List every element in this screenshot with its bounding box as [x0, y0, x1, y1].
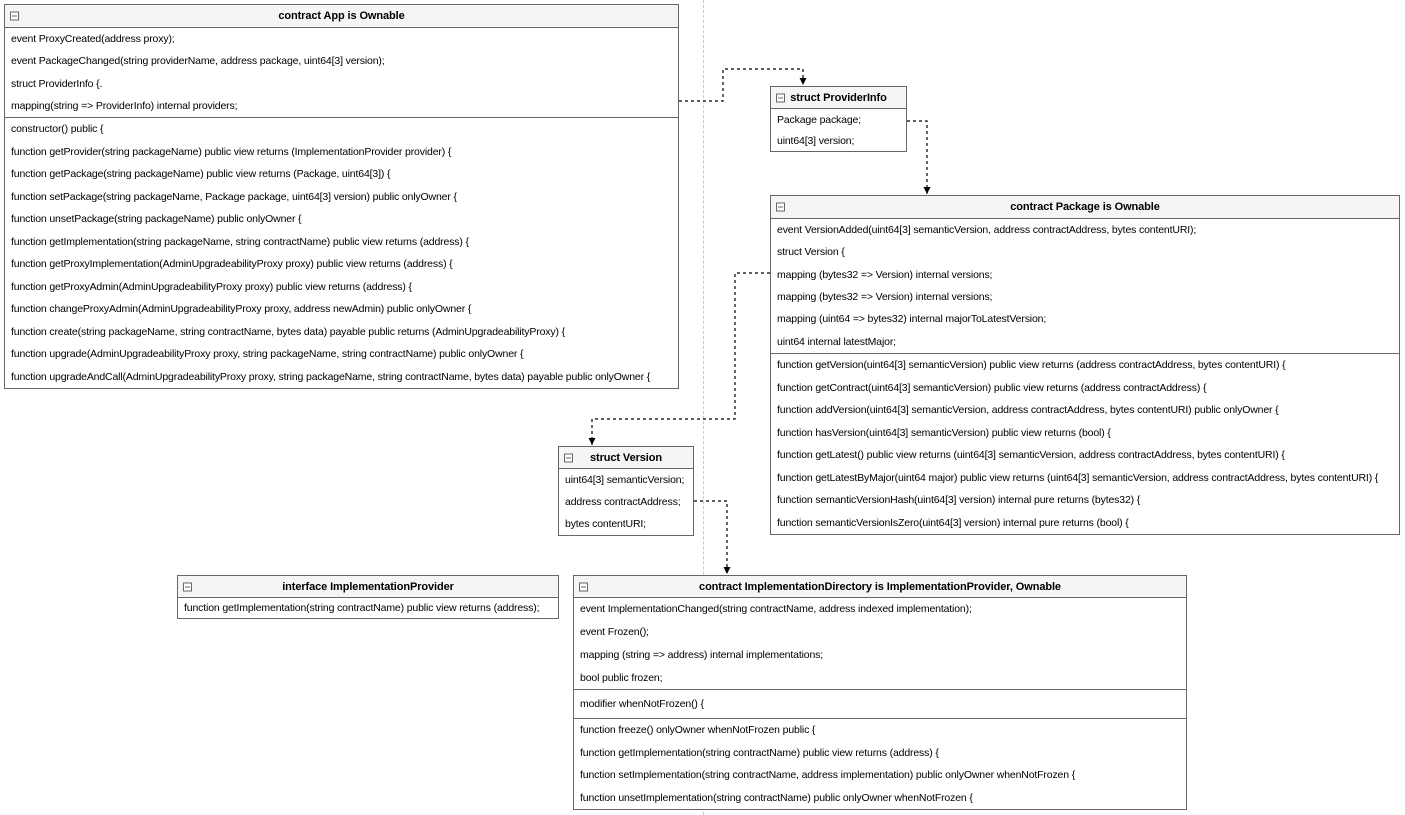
- collapse-icon[interactable]: [10, 11, 19, 21]
- class-title-app: contract App is Ownable: [278, 10, 405, 22]
- member-row: address contractAddress;: [565, 496, 681, 508]
- connector-provider-info-to-package[interactable]: [907, 120, 931, 194]
- class-title-provider-info: struct ProviderInfo: [790, 91, 887, 104]
- member-row: modifier whenNotFrozen() {: [580, 698, 704, 710]
- connector-version-to-implementation-directory[interactable]: [694, 500, 731, 574]
- member-row: function setImplementation(string contra…: [580, 769, 1076, 782]
- class-header-app[interactable]: contract App is Ownable: [5, 5, 678, 28]
- fields-section-package: event VersionAdded(uint64[3] semanticVer…: [771, 219, 1399, 353]
- member-row: function unsetImplementation(string cont…: [580, 791, 973, 804]
- member-row: function getProxyAdmin(AdminUpgradeabili…: [11, 280, 412, 293]
- member-row: mapping (bytes32 => Version) internal ve…: [777, 291, 993, 304]
- member-row: event PackageChanged(string providerName…: [11, 55, 385, 68]
- member-row: function semanticVersionHash(uint64[3] v…: [777, 494, 1141, 507]
- member-row: mapping (uint64 => bytes32) internal maj…: [777, 313, 1047, 326]
- member-row: function upgrade(AdminUpgradeabilityProx…: [11, 348, 524, 361]
- class-box-app[interactable]: contract App is Ownable event ProxyCreat…: [4, 4, 679, 389]
- member-row: function hasVersion(uint64[3] semanticVe…: [777, 426, 1111, 439]
- class-title-version: struct Version: [590, 451, 662, 464]
- class-title-package: contract Package is Ownable: [1010, 201, 1160, 213]
- member-row: event VersionAdded(uint64[3] semanticVer…: [777, 224, 1197, 237]
- member-row: struct Version {: [777, 246, 845, 259]
- collapse-icon[interactable]: [183, 582, 192, 591]
- member-row: function getProvider(string packageName)…: [11, 145, 452, 158]
- member-row: event Frozen();: [580, 626, 649, 639]
- page-boundary-line: [703, 0, 704, 815]
- member-row: bytes contentURI;: [565, 518, 646, 530]
- member-row: uint64 internal latestMajor;: [777, 335, 896, 348]
- fields-section-implementation-directory: event ImplementationChanged(string contr…: [574, 598, 1186, 689]
- collapse-icon[interactable]: [564, 453, 573, 462]
- member-row: function getProxyImplementation(AdminUpg…: [11, 258, 453, 271]
- class-header-implementation-directory[interactable]: contract ImplementationDirectory is Impl…: [574, 576, 1186, 598]
- member-row: function getContract(uint64[3] semanticV…: [777, 381, 1207, 394]
- member-row: function getImplementation(string packag…: [11, 235, 469, 248]
- class-title-implementation-provider: interface ImplementationProvider: [282, 580, 454, 593]
- member-row: function getLatest() public view returns…: [777, 449, 1285, 462]
- member-row: function create(string packageName, stri…: [11, 325, 565, 338]
- class-box-provider-info[interactable]: struct ProviderInfo Package package; uint…: [770, 86, 907, 152]
- member-row: bool public frozen;: [580, 671, 663, 684]
- collapse-icon[interactable]: [776, 93, 785, 102]
- class-header-implementation-provider[interactable]: interface ImplementationProvider: [178, 576, 558, 598]
- methods-section-implementation-provider: function getImplementation(string contra…: [178, 598, 558, 618]
- class-title-implementation-directory: contract ImplementationDirectory is Impl…: [699, 580, 1061, 593]
- connector-package-to-version[interactable]: [588, 272, 770, 445]
- class-box-package[interactable]: contract Package is Ownable event Versio…: [770, 195, 1400, 535]
- member-row: function getLatestByMajor(uint64 major) …: [777, 471, 1379, 484]
- methods-section-package: function getVersion(uint64[3] semanticVe…: [771, 353, 1399, 534]
- class-box-implementation-provider[interactable]: interface ImplementationProvider functio…: [177, 575, 559, 619]
- methods-section-app: constructor() public { function getProvid…: [5, 117, 678, 388]
- member-row: event ImplementationChanged(string contr…: [580, 603, 972, 616]
- class-box-implementation-directory[interactable]: contract ImplementationDirectory is Impl…: [573, 575, 1187, 810]
- member-row: mapping (string => address) internal imp…: [580, 648, 824, 661]
- collapse-icon[interactable]: [776, 202, 785, 212]
- member-row: function freeze() onlyOwner whenNotFroze…: [580, 724, 816, 737]
- member-row: function setPackage(string packageName, …: [11, 190, 457, 203]
- fields-section-provider-info: Package package; uint64[3] version;: [771, 109, 906, 151]
- methods-section-implementation-directory: function freeze() onlyOwner whenNotFroze…: [574, 718, 1186, 809]
- member-row: struct ProviderInfo {.: [11, 77, 103, 90]
- member-row: mapping (bytes32 => Version) internal ve…: [777, 268, 993, 281]
- member-row: function getImplementation(string contra…: [184, 602, 540, 614]
- member-row: event ProxyCreated(address proxy);: [11, 33, 175, 46]
- member-row: function semanticVersionIsZero(uint64[3]…: [777, 516, 1129, 529]
- member-row: Package package;: [777, 113, 861, 126]
- member-row: function getPackage(string packageName) …: [11, 168, 391, 181]
- collapse-icon[interactable]: [579, 582, 588, 591]
- class-header-package[interactable]: contract Package is Ownable: [771, 196, 1399, 219]
- fields-section-app: event ProxyCreated(address proxy); event …: [5, 28, 678, 117]
- class-header-version[interactable]: struct Version: [559, 447, 693, 469]
- fields-section-version: uint64[3] semanticVersion; address contra…: [559, 469, 693, 535]
- member-row: function upgradeAndCall(AdminUpgradeabil…: [11, 370, 651, 383]
- modifier-section-implementation-directory: modifier whenNotFrozen() {: [574, 689, 1186, 718]
- class-box-version[interactable]: struct Version uint64[3] semanticVersion…: [558, 446, 694, 536]
- member-row: function changeProxyAdmin(AdminUpgradeab…: [11, 303, 472, 316]
- member-row: function getImplementation(string contra…: [580, 746, 939, 759]
- member-row: uint64[3] version;: [777, 134, 855, 147]
- member-row: constructor() public {: [11, 123, 104, 136]
- member-row: function addVersion(uint64[3] semanticVe…: [777, 404, 1279, 417]
- member-row: mapping(string => ProviderInfo) internal…: [11, 99, 238, 112]
- member-row: uint64[3] semanticVersion;: [565, 474, 685, 486]
- member-row: function unsetPackage(string packageName…: [11, 213, 302, 226]
- member-row: function getVersion(uint64[3] semanticVe…: [777, 359, 1286, 372]
- class-header-provider-info[interactable]: struct ProviderInfo: [771, 87, 906, 109]
